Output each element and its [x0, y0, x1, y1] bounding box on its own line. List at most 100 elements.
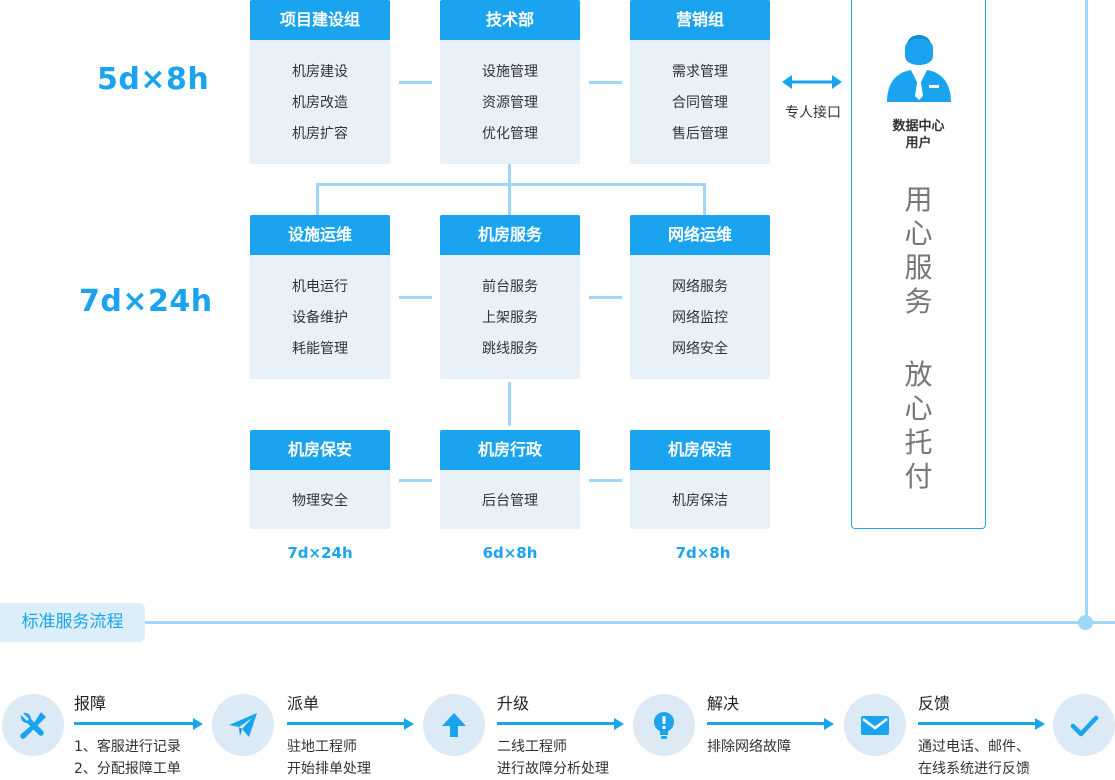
box-marketing-team: 营销组 需求管理 合同管理 售后管理 [630, 0, 770, 164]
box-item: 耗能管理 [292, 341, 348, 357]
step-circle [633, 694, 695, 756]
slogan-char: 服 [904, 251, 933, 284]
slogan-char: 放 [904, 358, 933, 391]
user-title-line1: 数据中心 [892, 119, 945, 134]
connector-line [589, 296, 622, 299]
connector-line [508, 183, 511, 215]
box-room-admin: 机房行政 后台管理 [440, 430, 580, 529]
step-circle [212, 694, 274, 756]
arrow-head-icon [824, 718, 834, 730]
step-circle [2, 694, 64, 756]
box-item: 设备维护 [292, 310, 348, 326]
box-title: 机房保洁 [630, 430, 770, 470]
box-item: 售后管理 [672, 126, 728, 142]
box-project-team: 项目建设组 机房建设 机房改造 机房扩容 [250, 0, 390, 164]
connector-line [508, 382, 511, 426]
step-desc-line: 进行故障分析处理 [497, 761, 609, 777]
arrow-line [74, 722, 194, 725]
box-title: 技术部 [440, 0, 580, 40]
connector-line [589, 479, 622, 482]
box-item: 资源管理 [482, 95, 538, 111]
connector-line [589, 81, 622, 84]
slogan-char: 心 [904, 217, 933, 250]
step-desc: 通过电话、邮件、 在线系统进行反馈 [918, 736, 1030, 780]
step-title: 报障 [74, 694, 107, 713]
arrow-head-icon [1035, 718, 1045, 730]
connector-line [508, 164, 511, 186]
tools-icon [20, 712, 46, 739]
slogan-char: 用 [904, 183, 933, 216]
slogan-char: 务 [904, 285, 933, 318]
divider-node [1078, 615, 1093, 630]
box-title: 营销组 [630, 0, 770, 40]
connector-line [399, 81, 432, 84]
box-item: 网络监控 [672, 310, 728, 326]
box-title: 机房服务 [440, 215, 580, 255]
box-item: 合同管理 [672, 95, 728, 111]
step-desc: 二线工程师 进行故障分析处理 [497, 736, 609, 780]
user-title-line2: 用户 [905, 136, 932, 151]
box-room-service: 机房服务 前台服务 上架服务 跳线服务 [440, 215, 580, 379]
user-icon [887, 35, 951, 102]
arrow-head-icon [614, 718, 624, 730]
box-tech-dept: 技术部 设施管理 资源管理 优化管理 [440, 0, 580, 164]
shift-label-middle: 7d×24h [79, 284, 213, 319]
step-circle [423, 694, 485, 756]
arrow-line [497, 722, 615, 725]
step-circle [1053, 694, 1115, 756]
divider-line [1085, 0, 1088, 622]
box-item: 跳线服务 [482, 341, 538, 357]
box-item: 机电运行 [292, 279, 348, 295]
step-title: 解决 [707, 694, 740, 713]
arrow-line [707, 722, 825, 725]
box-network-ops: 网络运维 网络服务 网络监控 网络安全 [630, 215, 770, 379]
arrow-line [918, 722, 1036, 725]
box-item: 网络服务 [672, 279, 728, 295]
interface-label: 专人接口 [785, 105, 841, 121]
connector-line [399, 296, 432, 299]
step-desc-line: 二线工程师 [497, 739, 567, 755]
step-desc: 排除网络故障 [707, 736, 791, 758]
box-room-cleaning: 机房保洁 机房保洁 [630, 430, 770, 529]
step-desc-line: 2、分配报障工单 [74, 761, 181, 777]
section-title: 标准服务流程 [0, 603, 145, 642]
shift-label-top: 5d×8h [97, 62, 210, 97]
step-title: 派单 [287, 694, 320, 713]
box-room-security: 机房保安 物理安全 [250, 430, 390, 529]
divider-line [145, 621, 1115, 624]
box-title: 机房保安 [250, 430, 390, 470]
box-facility-ops: 设施运维 机电运行 设备维护 耗能管理 [250, 215, 390, 379]
envelope-icon [861, 716, 889, 735]
arrow-line [287, 722, 405, 725]
slogan-char: 付 [904, 460, 933, 493]
box-item: 后台管理 [482, 493, 538, 509]
slogan-char: 托 [904, 426, 933, 459]
slogan-char: 心 [904, 392, 933, 425]
checkmark-icon [1070, 715, 1099, 737]
box-item: 机房改造 [292, 95, 348, 111]
step-circle [844, 694, 906, 756]
lightbulb-icon [654, 712, 674, 739]
box-item: 需求管理 [672, 64, 728, 80]
step-desc-line: 1、客服进行记录 [74, 739, 181, 755]
box-item: 机房扩容 [292, 126, 348, 142]
box-item: 机房建设 [292, 64, 348, 80]
connector-line [703, 183, 706, 215]
box-title: 网络运维 [630, 215, 770, 255]
connector-line [316, 183, 319, 215]
step-desc-line: 在线系统进行反馈 [918, 761, 1030, 777]
step-desc-line: 驻地工程师 [287, 739, 357, 755]
step-title: 升级 [497, 694, 530, 713]
arrow-head-icon [193, 718, 203, 730]
step-desc-line: 通过电话、邮件、 [918, 739, 1030, 755]
connector-line [316, 183, 706, 186]
double-arrow-icon [782, 75, 842, 89]
step-desc: 1、客服进行记录 2、分配报障工单 [74, 736, 181, 780]
frequency-label: 6d×8h [482, 544, 538, 562]
arrow-head-icon [404, 718, 414, 730]
box-item: 优化管理 [482, 126, 538, 142]
box-title: 设施运维 [250, 215, 390, 255]
step-desc-line: 开始排单处理 [287, 761, 371, 777]
paper-plane-icon [229, 713, 257, 737]
box-item: 物理安全 [292, 493, 348, 509]
